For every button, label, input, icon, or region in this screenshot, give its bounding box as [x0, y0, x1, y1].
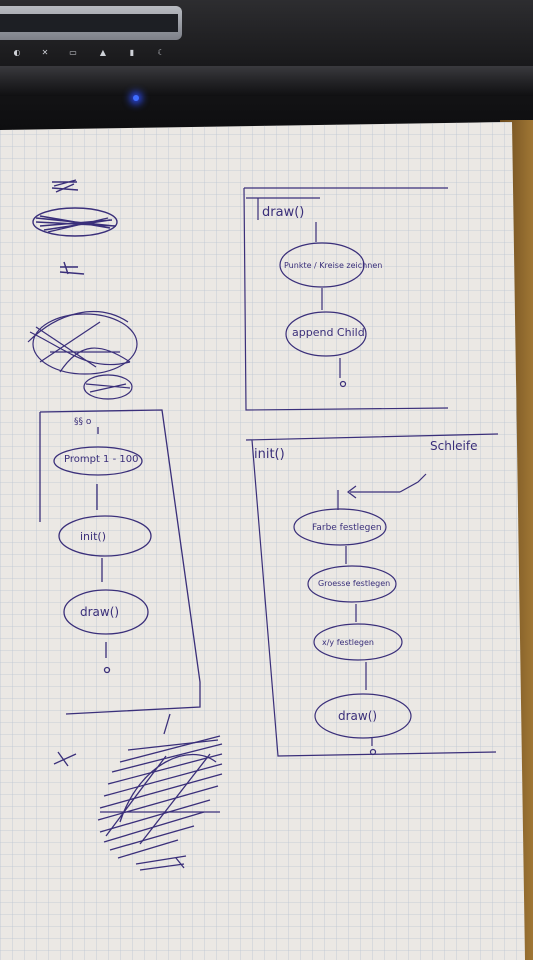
laptop-screen [0, 14, 178, 32]
main-node-prompt: Prompt 1 - 100 [64, 454, 138, 465]
scribble-top-left [32, 179, 118, 275]
graph-paper-sheet: §§ o Prompt 1 - 100 init() draw() draw()… [0, 122, 533, 960]
scribble-middle-left [27, 311, 138, 400]
laptop-hinge [0, 66, 533, 96]
draw-function-box [243, 187, 449, 411]
paper-grid [0, 122, 525, 960]
draw-box-title: draw() [262, 205, 304, 220]
brightness-down-icon: ◐ [13, 48, 21, 57]
moon-icon: ☾ [157, 48, 165, 57]
init-function-box [245, 433, 499, 757]
function-key-row: ◐ ✕ ▭ ▲ ▮ ☾ [10, 48, 190, 62]
screen-icon: ▮ [129, 48, 135, 57]
fan-icon: ✕ [41, 48, 49, 57]
init-box-title: init() [254, 447, 285, 462]
laptop-body: ◐ ✕ ▭ ▲ ▮ ☾ [0, 0, 533, 130]
init-loop-label: Schleife [430, 439, 477, 453]
init-node-color: Farbe festlegen [312, 523, 382, 533]
main-node-init: init() [80, 530, 106, 543]
init-node-position: x/y festlegen [322, 638, 374, 647]
keyboard-backlight-icon: ▲ [99, 48, 107, 57]
init-node-size: Groesse festlegen [318, 579, 390, 588]
draw-node-circles: Punkte / Kreise zeichnen [284, 261, 382, 270]
handwritten-flowchart-sketch: §§ o Prompt 1 - 100 init() draw() draw()… [0, 122, 525, 960]
battery-icon: ▭ [69, 48, 77, 57]
main-flow-start-mark: §§ o [74, 417, 92, 427]
scribble-bottom-left [53, 713, 223, 871]
init-node-draw: draw() [338, 709, 377, 723]
main-flow-box [39, 409, 201, 715]
main-node-draw: draw() [80, 605, 119, 619]
power-led [133, 95, 139, 101]
draw-node-append-child: append Child [292, 326, 365, 339]
